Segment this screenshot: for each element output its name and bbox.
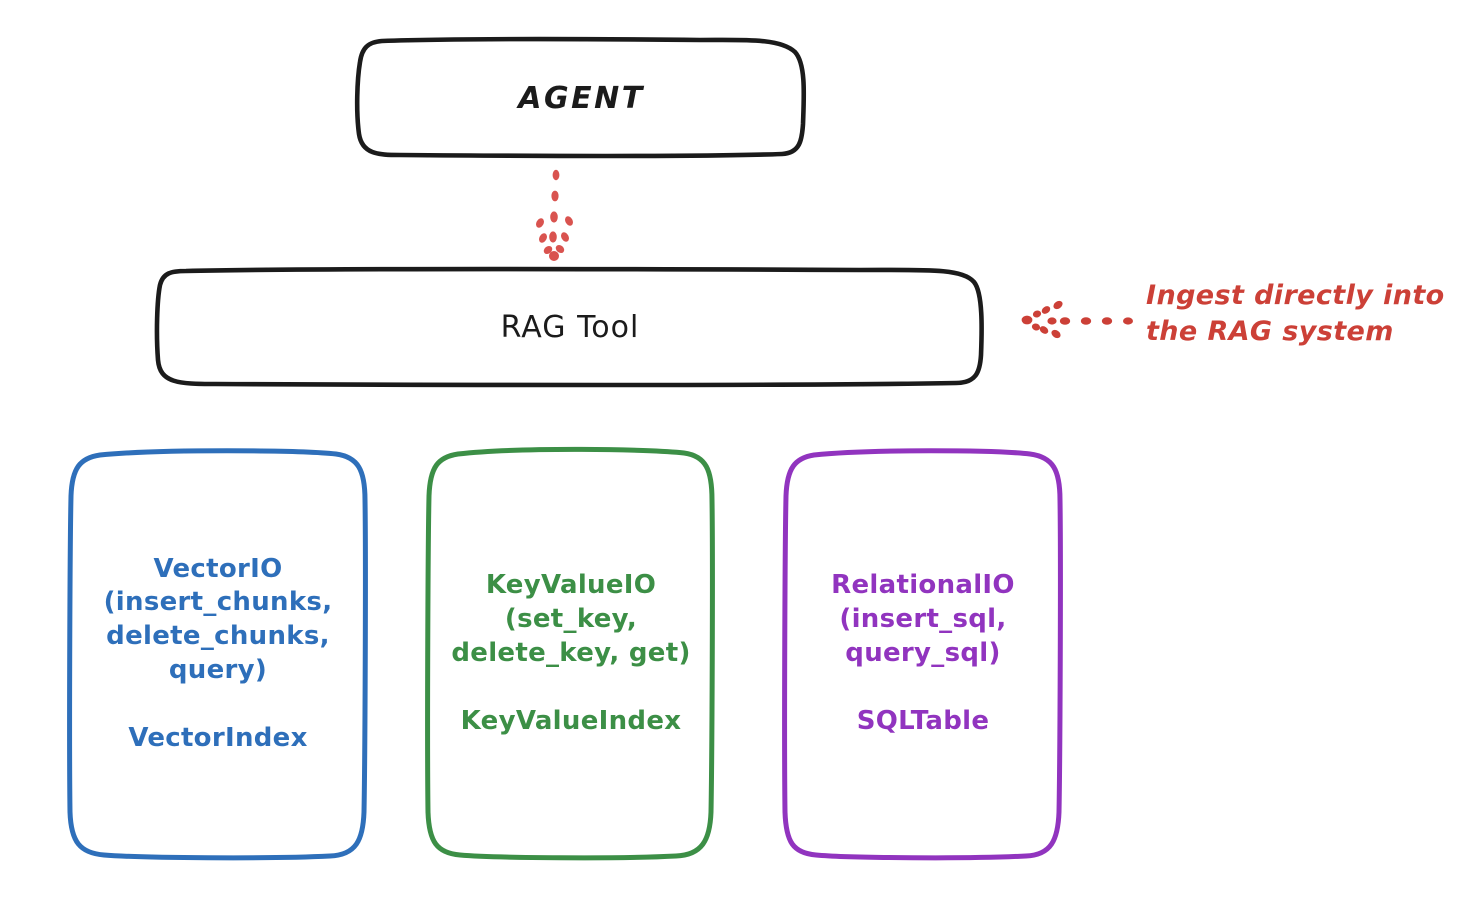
key-value-io-box[interactable]	[425, 446, 715, 861]
vector-index-text: VectorIndex	[128, 722, 308, 753]
rag-tool-box[interactable]	[154, 266, 984, 388]
ingest-annotation-label: Ingest directly into the RAG system	[1146, 280, 1445, 347]
key-value-io-node-label: KeyValueIO (set_key, delete_key, get) Ke…	[430, 452, 712, 856]
vector-io-api-text: VectorIO (insert_chunks, delete_chunks, …	[103, 553, 333, 685]
agent-box[interactable]	[354, 36, 807, 159]
vector-io-node-label: VectorIO (insert_chunks, delete_chunks, …	[72, 452, 364, 856]
relational-io-box[interactable]	[782, 448, 1063, 861]
agent-node-label: AGENT	[518, 80, 645, 116]
key-value-io-api-text: KeyValueIO (set_key, delete_key, get)	[451, 570, 691, 668]
key-value-index-text: KeyValueIndex	[460, 705, 682, 736]
sql-table-text: SQLTable	[856, 705, 990, 736]
relational-io-api-text: RelationalIO (insert_sql, query_sql)	[831, 570, 1015, 668]
relational-io-node-label: RelationalIO (insert_sql, query_sql) SQL…	[786, 452, 1060, 856]
rag-tool-node-label: RAG Tool	[500, 309, 640, 345]
ingest-arrow-connector	[1021, 300, 1133, 339]
vector-io-box[interactable]	[67, 448, 368, 861]
agent-to-rag-connector	[536, 169, 573, 261]
